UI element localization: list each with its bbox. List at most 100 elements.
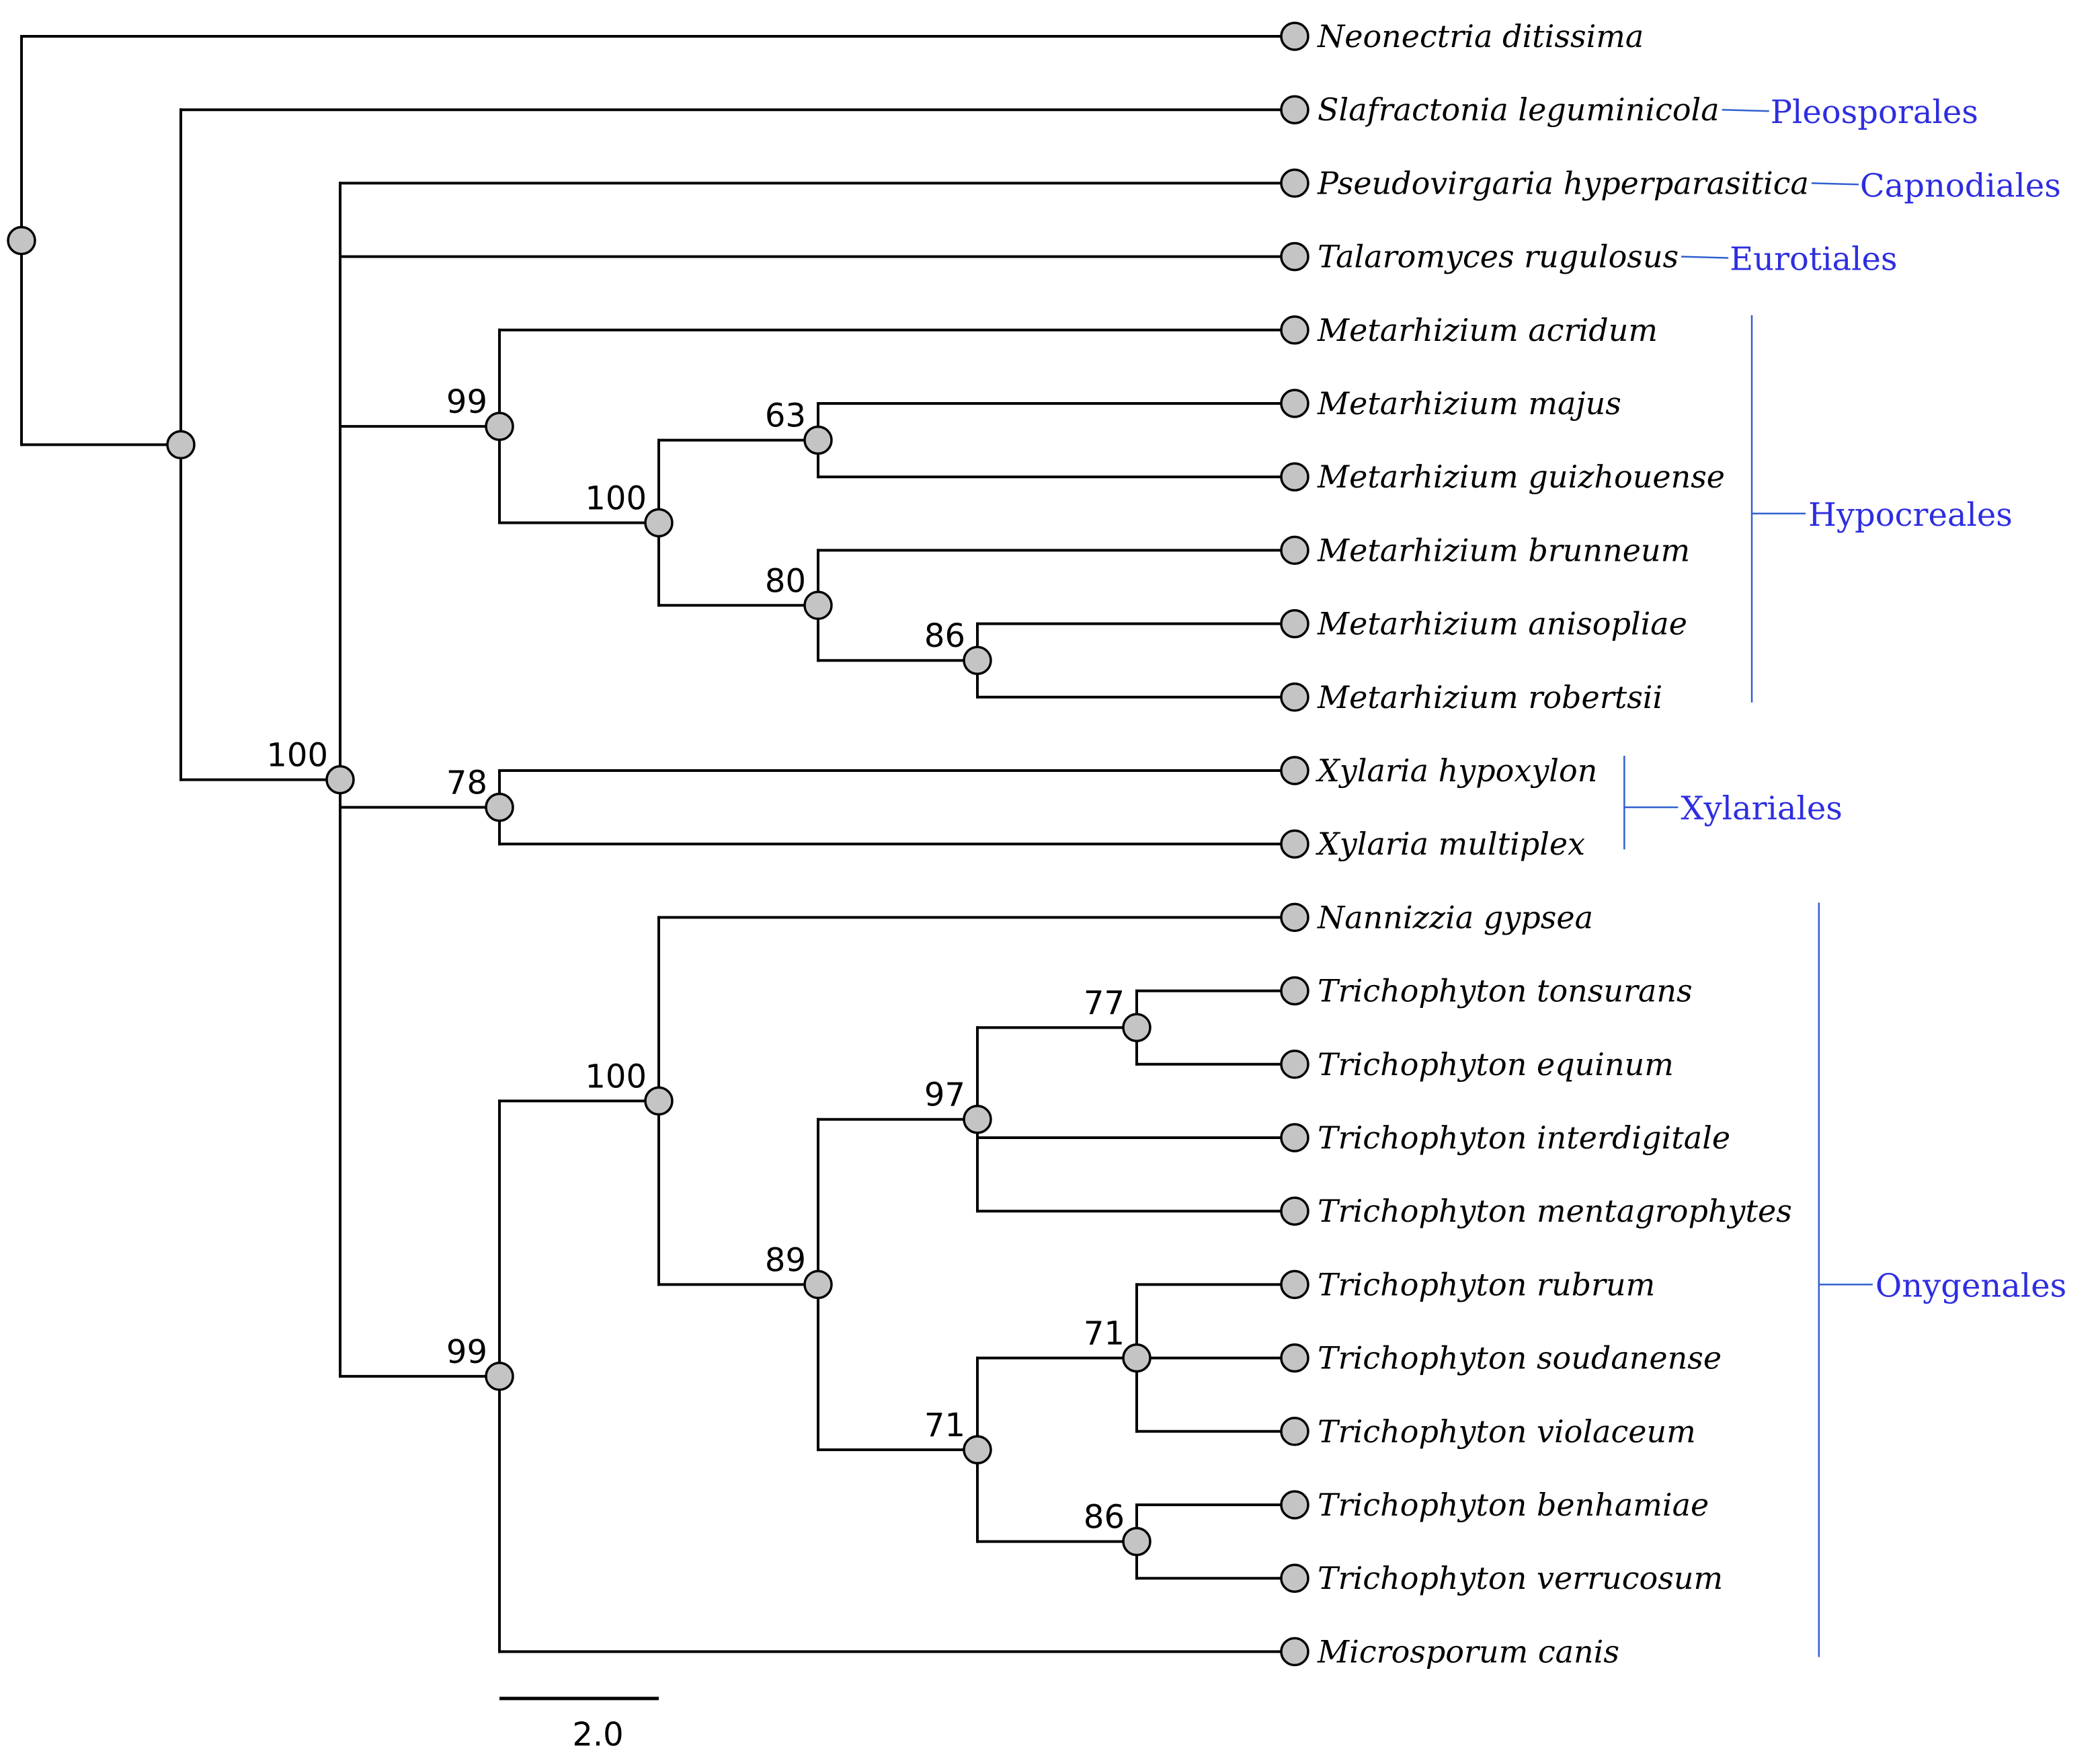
clade-label: Onygenales [1875,1267,2066,1304]
scale-bar-label: 2.0 [572,1716,623,1754]
leaf-node [1280,389,1309,418]
leaf-node [1280,315,1309,345]
taxon-label: Neonectria ditissima [1317,18,1644,54]
leaf-node [1280,902,1309,933]
leaf-node [1280,1563,1309,1593]
taxon-label: Talaromyces rugulosus [1318,239,1679,275]
clade-onygenales: Onygenales [1818,902,2066,1657]
clade-capnodiales: Capnodiales [1811,167,2061,204]
leaf-node [1280,976,1309,1006]
leaf-node [1280,1050,1309,1079]
tree-nodes [7,22,1309,1667]
support-value: 86 [1084,1499,1125,1536]
clade-label: Pleosporales [1771,93,1978,131]
internal-node [803,1269,833,1300]
leaf-node [1280,1490,1309,1520]
internal-node [485,792,514,822]
taxon-label: Trichophyton equinum [1318,1046,1674,1083]
internal-node [963,1435,992,1464]
internal-node [644,508,674,538]
taxon-label: Trichophyton benhamiae [1318,1487,1709,1523]
taxon-label: Trichophyton soudanense [1318,1340,1722,1376]
support-value: 100 [585,1058,647,1095]
taxon-label: Pseudovirgaria hyperparasitica [1317,165,1809,201]
support-value: 97 [924,1077,965,1114]
clade-xylariales: Xylariales [1623,756,1843,850]
support-value: 80 [765,562,806,600]
internal-node [803,590,833,621]
internal-node [7,225,36,256]
leaf-node [1280,95,1309,124]
leaf-node [1280,682,1309,712]
taxon-label: Metarhizium guizhouense [1317,459,1725,495]
support-value: 63 [765,397,806,435]
leaf-node [1280,609,1309,639]
support-value: 78 [446,765,487,802]
taxon-label: Metarhizium robertsii [1317,679,1662,715]
taxon-label: Trichophyton verrucosum [1318,1560,1723,1596]
internal-node [166,430,196,460]
taxon-label: Metarhizium acridum [1317,312,1658,348]
clade-label: Xylariales [1681,790,1843,828]
scale-bar: 2.0 [499,1696,659,1754]
support-value: 99 [446,1333,487,1371]
taxon-label: Xylaria multiplex [1316,826,1585,862]
clade-label: Capnodiales [1860,167,2061,204]
leaf-node [1280,22,1309,51]
support-values: 63 86 80 100 99 78 77 97 71 86 71 89 100 99 100 [266,383,1125,1536]
taxon-label: Metarhizium anisopliae [1317,606,1687,642]
internal-node [644,1086,674,1116]
clade-annotations: PleosporalesCapnodialesEurotialesHypocre… [1623,93,2066,1657]
internal-node [485,412,514,441]
taxon-label: Trichophyton interdigitale [1318,1120,1730,1156]
leaf-node [1280,241,1309,272]
internal-node [1122,1013,1152,1042]
clade-eurotiales: Eurotiales [1681,241,1898,278]
clade-hypocreales: Hypocreales [1750,315,2013,703]
internal-node [803,425,833,455]
leaf-node [1280,1417,1309,1446]
clade-pleosporales: Pleosporales [1722,93,1978,131]
taxon-label: Trichophyton tonsurans [1318,973,1693,1009]
leaf-node [1280,462,1309,492]
support-value: 86 [924,617,965,655]
taxon-label: Microsporum canis [1317,1633,1619,1670]
support-value: 89 [765,1241,806,1279]
internal-node [963,1104,992,1134]
support-value: 71 [1084,1315,1125,1353]
internal-node [963,645,992,675]
clade-label: Eurotiales [1730,241,1897,278]
leaf-node [1280,1637,1309,1667]
support-value: 99 [446,383,487,421]
taxon-label: Trichophyton rubrum [1318,1266,1655,1302]
clade-label: Hypocreales [1808,496,2013,534]
clade-connector [1811,182,1859,186]
tree-branches [20,35,1296,1653]
leaf-node [1280,168,1309,198]
support-value: 100 [585,479,647,517]
leaf-node [1280,1123,1309,1152]
taxon-label: Slafractonia leguminicola [1318,91,1720,128]
leaf-node [1280,1196,1309,1226]
taxon-label: Xylaria hypoxylon [1316,752,1597,789]
support-value: 71 [924,1407,965,1444]
support-value: 100 [266,737,328,775]
internal-node [325,765,355,795]
taxon-label: Trichophyton violaceum [1318,1413,1696,1450]
taxon-label: Metarhizium majus [1317,385,1621,422]
internal-node [485,1362,514,1391]
clade-connector [1722,108,1769,112]
leaf-node [1280,1343,1309,1373]
leaf-node [1280,756,1309,785]
leaf-node [1280,535,1309,565]
support-value: 77 [1084,984,1125,1022]
taxon-label: Nannizzia gypsea [1317,899,1593,935]
taxon-label: Metarhizium brunneum [1317,532,1690,568]
leaf-node [1280,1269,1309,1300]
internal-node [1122,1343,1152,1373]
internal-node [1122,1526,1152,1557]
clade-connector [1681,256,1729,259]
leaf-node [1280,829,1309,859]
